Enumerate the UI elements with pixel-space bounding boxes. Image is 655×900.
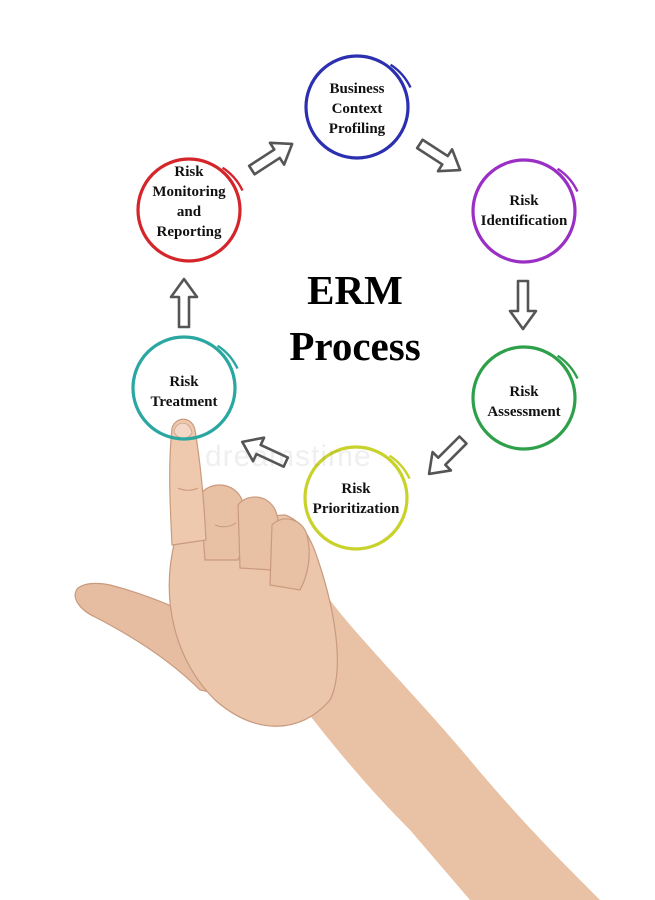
label-risk-prioritization: Risk Prioritization [312, 481, 400, 517]
business-context-profiling-circle-tail [389, 63, 412, 89]
arrow-identification-to-assessment [508, 279, 538, 331]
risk-assessment-circle-tail [556, 354, 579, 380]
diagram-title: ERM Process [230, 262, 480, 374]
label-risk-monitoring-and-reporting: Risk Monitoring and Reporting [152, 164, 226, 240]
title-line-2: Process [289, 323, 421, 369]
risk-monitoring-and-reporting-circle [136, 157, 242, 263]
arrow-prioritization-to-treatment [240, 436, 290, 468]
label-business-context-profiling: Business Context Profiling [328, 81, 386, 137]
risk-treatment-circle-tail [216, 344, 239, 370]
arrows-layer [169, 138, 538, 476]
risk-identification-circle [471, 158, 577, 264]
risk-prioritization-circle [303, 445, 409, 551]
arrow-business-to-identification [415, 138, 462, 173]
arrow-treatment-to-monitoring [169, 277, 199, 329]
pointing-hand-image [74, 418, 600, 900]
arrow-assessment-to-prioritization [427, 435, 468, 476]
title-line-1: ERM [307, 267, 403, 313]
risk-treatment-circle [131, 335, 237, 441]
label-risk-treatment: Risk Treatment [150, 374, 218, 410]
risk-assessment-circle [471, 345, 577, 451]
arrow-monitoring-to-business [247, 141, 294, 176]
circles-layer [131, 54, 579, 551]
risk-monitoring-and-reporting-circle-tail [221, 166, 244, 192]
watermark-text: dreamstime [205, 440, 372, 473]
risk-prioritization-circle-tail [388, 454, 411, 480]
label-risk-identification: Risk Identification [480, 193, 568, 229]
risk-identification-circle-tail [556, 167, 579, 193]
label-risk-assessment: Risk Assessment [487, 384, 561, 420]
business-context-profiling-circle [304, 54, 410, 160]
